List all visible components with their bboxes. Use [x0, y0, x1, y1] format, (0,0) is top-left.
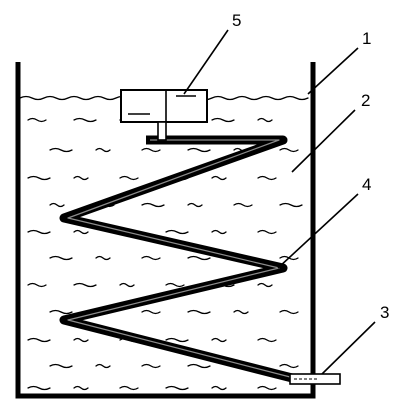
- ripple-mark: [95, 255, 111, 261]
- ripple-mark: [141, 363, 161, 369]
- ripple-mark: [141, 202, 165, 208]
- ripple-mark: [257, 282, 273, 288]
- ripple-mark: [165, 229, 189, 235]
- ripple-mark: [73, 229, 89, 235]
- ripple-mark: [187, 363, 211, 369]
- ripple-mark: [211, 117, 235, 123]
- vessel-wall: [15, 62, 316, 399]
- ripple-mark: [73, 117, 97, 123]
- ripple-mark: [279, 202, 303, 208]
- ripple-mark: [211, 175, 227, 181]
- ripple-mark: [257, 229, 277, 235]
- ripple-mark: [27, 385, 51, 391]
- ripple-mark: [49, 202, 65, 208]
- callout-label-4: 4: [362, 175, 371, 194]
- leader-line-1: [307, 47, 359, 95]
- ripple-mark: [187, 309, 211, 315]
- callout-label-5: 5: [232, 11, 241, 30]
- ripple-mark: [141, 255, 161, 261]
- callout-label-2: 2: [361, 91, 370, 110]
- leader-line-2: [291, 109, 356, 173]
- zigzag-tube-highlight: [67, 139, 295, 379]
- ripple-mark: [119, 175, 139, 181]
- ripple-mark: [279, 309, 299, 315]
- ripple-mark: [73, 385, 89, 391]
- ripple-mark: [49, 255, 73, 261]
- ripple-mark: [49, 363, 73, 369]
- ripple-mark: [165, 385, 189, 391]
- ripple-mark: [141, 309, 161, 315]
- ripple-mark: [95, 363, 111, 369]
- ripple-mark: [279, 363, 299, 369]
- ripple-mark: [233, 309, 249, 315]
- ripple-mark: [119, 282, 135, 288]
- ripple-mark: [211, 229, 227, 235]
- ripple-mark: [211, 385, 227, 391]
- ripple-mark: [257, 385, 277, 391]
- leader-line-5: [183, 29, 229, 95]
- ripple-mark: [211, 337, 227, 343]
- ripple-mark: [233, 202, 253, 208]
- ripple-mark: [279, 147, 299, 153]
- ripple-mark: [49, 309, 73, 315]
- ripple-mark: [257, 175, 277, 181]
- block-stem: [157, 121, 167, 141]
- ripple-mark: [73, 282, 97, 288]
- ripple-mark: [73, 337, 89, 343]
- ripple-mark: [187, 202, 203, 208]
- ripple-mark: [257, 337, 277, 343]
- ripple-mark: [73, 175, 89, 181]
- ripple-mark: [49, 147, 73, 153]
- ripple-mark: [165, 337, 189, 343]
- ripple-mark: [187, 255, 211, 261]
- ripple-mark: [141, 147, 161, 153]
- ripple-mark: [27, 229, 51, 235]
- ripple-mark: [95, 147, 111, 153]
- ripple-mark: [257, 117, 273, 123]
- ripple-mark: [27, 117, 47, 123]
- ripple-mark: [165, 282, 185, 288]
- ripple-mark: [27, 175, 51, 181]
- ripple-mark: [27, 337, 51, 343]
- leader-line-4: [277, 193, 359, 269]
- callout-label-3: 3: [380, 303, 389, 322]
- leader-line-3: [321, 321, 376, 375]
- ripple-mark: [27, 282, 47, 288]
- callout-label-1: 1: [362, 29, 371, 48]
- floating-block: [120, 89, 208, 123]
- ripple-mark: [187, 147, 211, 153]
- ripple-mark: [119, 385, 139, 391]
